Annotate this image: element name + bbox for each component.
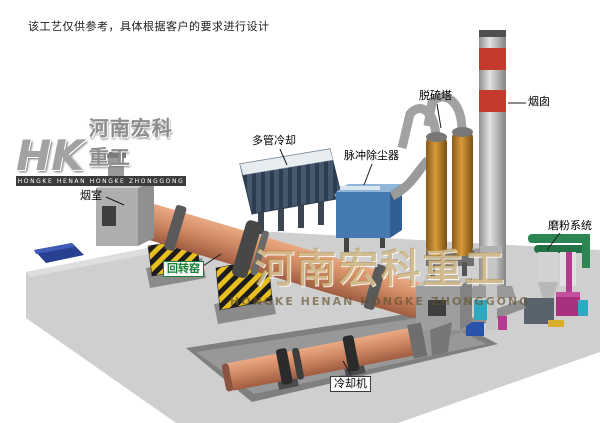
logo-monogram: HK	[16, 131, 84, 181]
label-grinding-system: 磨粉系统	[548, 219, 592, 232]
pulse-dust-collector	[336, 156, 432, 252]
label-rotary-kiln: 回转窑	[163, 261, 204, 278]
label-cooling-machine: 冷却机	[330, 376, 371, 393]
label-multi-tube-cooler: 多管冷却	[252, 134, 296, 147]
label-desulfurization-tower: 脱硫塔	[419, 89, 452, 102]
kiln-discharge-hood	[416, 278, 472, 356]
company-logo: HK 河南宏科重工 HONGKE HENAN HONGKE ZHONGGONG	[16, 112, 186, 186]
disclaimer-text: 该工艺仅供参考，具体根据客户的要求进行设计	[28, 20, 270, 33]
label-smoke-chamber: 烟室	[80, 189, 102, 202]
smoke-chamber	[96, 152, 154, 246]
label-chimney: 烟囱	[528, 95, 550, 108]
multi-tube-cooler	[239, 148, 354, 234]
logo-company-name-en: HONGKE HENAN HONGKE ZHONGGONG	[16, 176, 186, 186]
cooling-machine	[221, 322, 428, 392]
desulfurization-towers	[397, 92, 484, 276]
logo-company-name-cn: 河南宏科重工	[88, 116, 173, 169]
leader-lines	[105, 102, 561, 376]
grinding-system	[524, 234, 590, 327]
label-pulse-dust-collector: 脉冲除尘器	[344, 149, 399, 162]
chimney	[469, 30, 516, 298]
